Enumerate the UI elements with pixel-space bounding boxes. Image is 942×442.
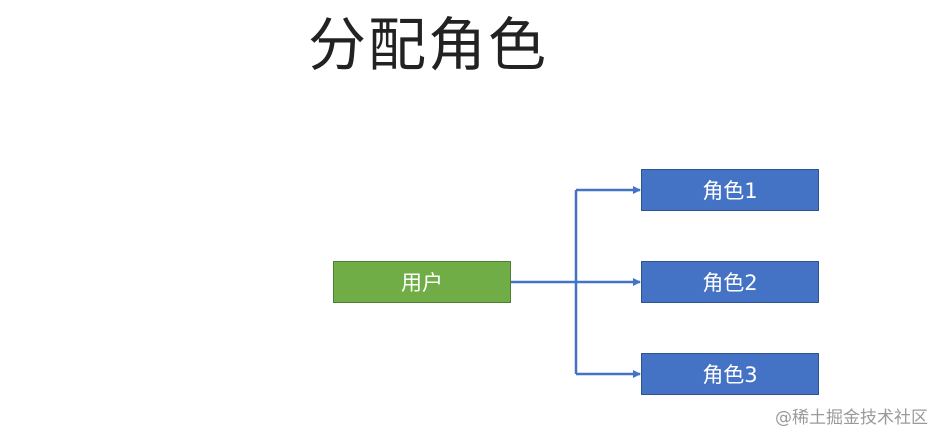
watermark: @稀土掘金技术社区 — [775, 408, 928, 428]
role-node-label: 角色2 — [702, 271, 758, 295]
role-node-label: 角色3 — [702, 363, 758, 387]
role-node-3: 角色3 — [641, 353, 819, 395]
user-node: 用户 — [333, 261, 511, 303]
user-node-label: 用户 — [401, 271, 443, 295]
page-title: 分配角色 — [308, 11, 549, 79]
role-node-label: 角色1 — [702, 179, 758, 203]
role-node-1: 角色1 — [641, 169, 819, 211]
role-node-2: 角色2 — [641, 261, 819, 303]
